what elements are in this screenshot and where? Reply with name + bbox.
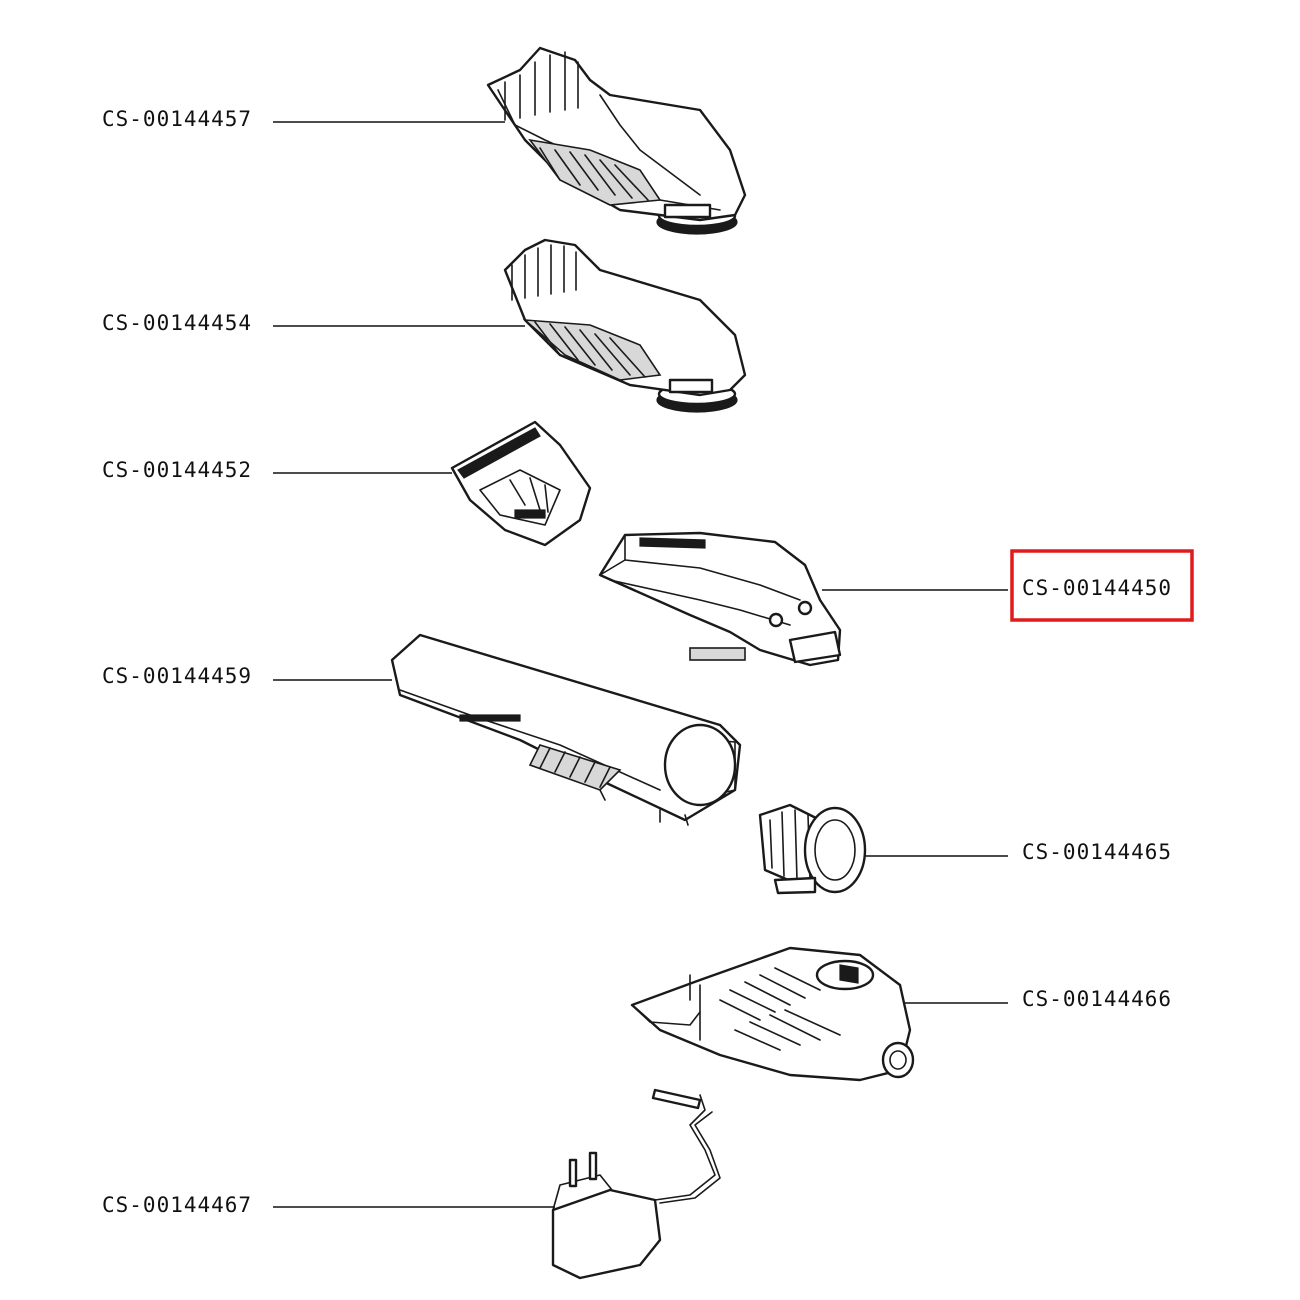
ring-adapter-drawing [758,803,867,895]
label-charger[interactable]: CS-00144467 [102,1193,252,1217]
highlight-box [1010,549,1194,622]
label-ring-adapter[interactable]: CS-00144465 [1022,840,1172,864]
blade-drawing [450,420,592,547]
label-base-housing[interactable]: CS-00144466 [1022,987,1172,1011]
base-housing-drawing [630,946,915,1082]
comb-large-drawing [486,46,747,235]
head-housing-drawing [598,531,842,667]
comb-small-drawing [503,238,747,413]
label-blade[interactable]: CS-00144452 [102,458,252,482]
label-body-shell[interactable]: CS-00144459 [102,664,252,688]
body-shell-drawing [390,633,742,826]
charger-drawing [551,1088,721,1280]
label-comb-large[interactable]: CS-00144457 [102,107,252,131]
label-head-housing[interactable]: CS-00144450 [1022,576,1172,600]
label-comb-small[interactable]: CS-00144454 [102,311,252,335]
